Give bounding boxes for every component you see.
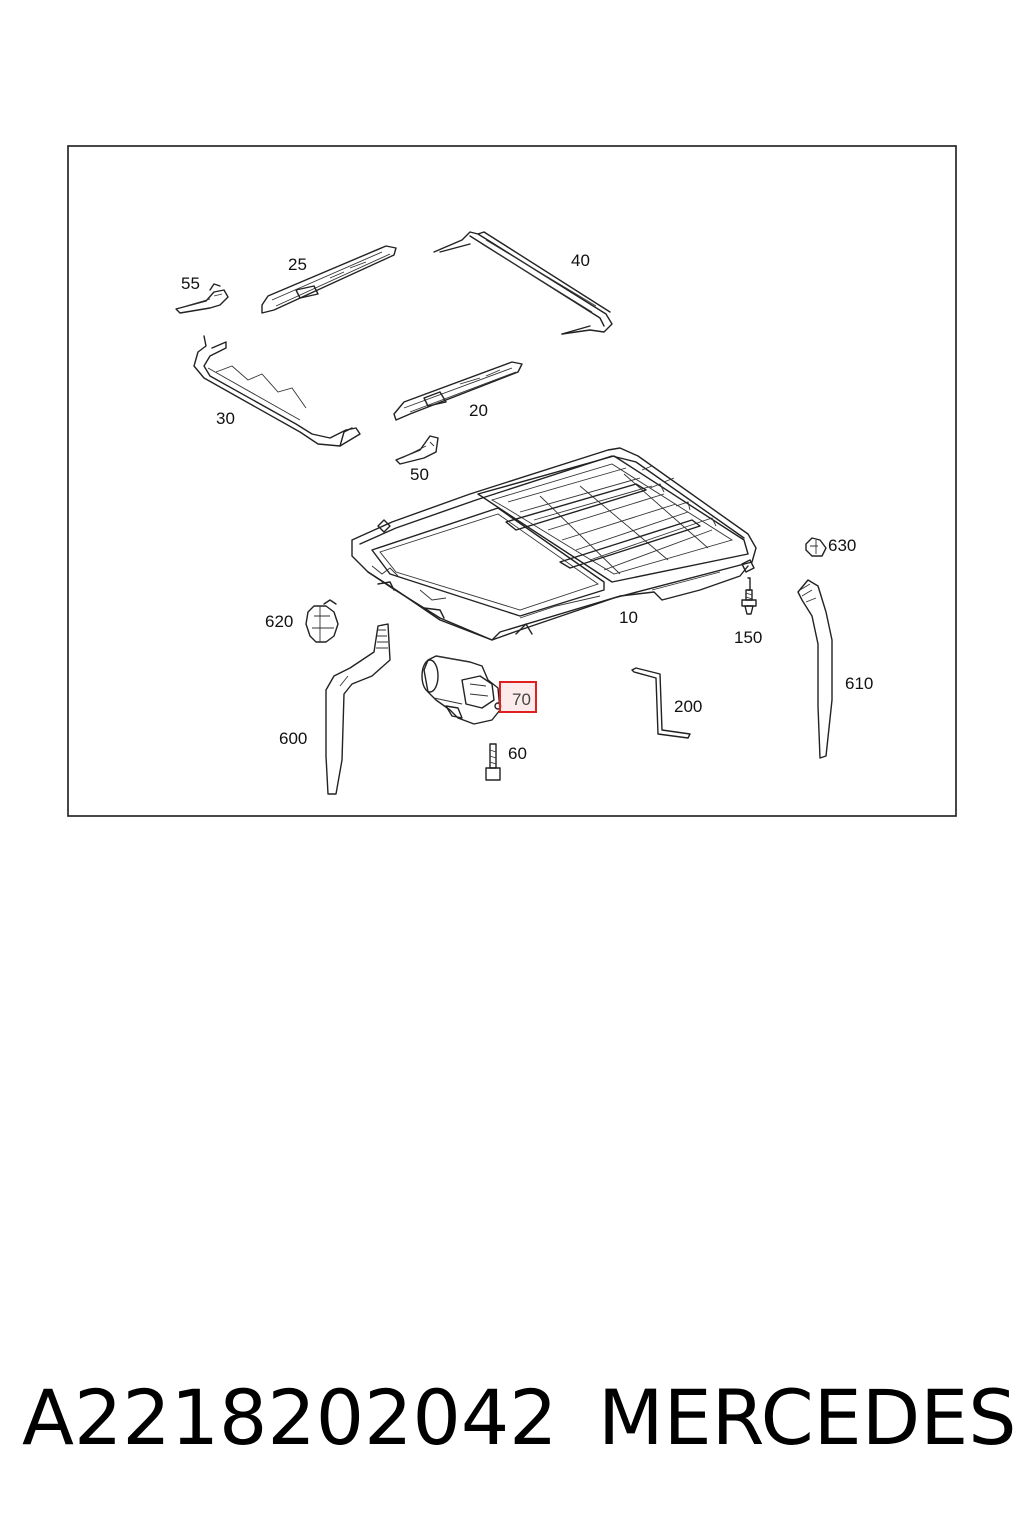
part-20-guide-rail: [393, 361, 523, 421]
part-200-key: [631, 667, 691, 739]
callout-60[interactable]: 60: [508, 744, 527, 763]
part-40-wind-deflector: [433, 231, 613, 335]
callout-600[interactable]: 600: [279, 729, 307, 748]
callout-620[interactable]: 620: [265, 612, 293, 631]
callout-150[interactable]: 150: [734, 628, 762, 647]
part-610-drain-hose: [797, 579, 833, 759]
callout-200[interactable]: 200: [674, 697, 702, 716]
part-30-seal-frame: [193, 335, 361, 447]
part-620-bracket: [305, 599, 339, 643]
highlight-box-70: [499, 681, 537, 713]
callout-610[interactable]: 610: [845, 674, 873, 693]
callout-630[interactable]: 630: [828, 536, 856, 555]
part-50-lever: [395, 435, 439, 465]
part-55-clip: [175, 283, 229, 314]
callout-70[interactable]: 70: [512, 690, 531, 709]
brand-caption: MERCEDES: [598, 1373, 1017, 1462]
diagram-frame: [67, 145, 957, 817]
part-10-sunroof-frame: [351, 447, 757, 641]
part-600-drain-hose: [325, 623, 391, 795]
part-25-guide-rail: [261, 245, 397, 314]
part-70-motor: [421, 655, 502, 725]
part-60-screw: [485, 743, 501, 781]
part-150-screw: [741, 577, 757, 615]
callout-55[interactable]: 55: [181, 274, 200, 293]
callout-10[interactable]: 10: [619, 608, 638, 627]
callout-40[interactable]: 40: [571, 251, 590, 270]
callout-50[interactable]: 50: [410, 465, 429, 484]
part-number-caption: A2218202042: [22, 1373, 558, 1462]
callout-25[interactable]: 25: [288, 255, 307, 274]
callout-30[interactable]: 30: [216, 409, 235, 428]
part-630-clip: [805, 537, 827, 557]
callout-20[interactable]: 20: [469, 401, 488, 420]
